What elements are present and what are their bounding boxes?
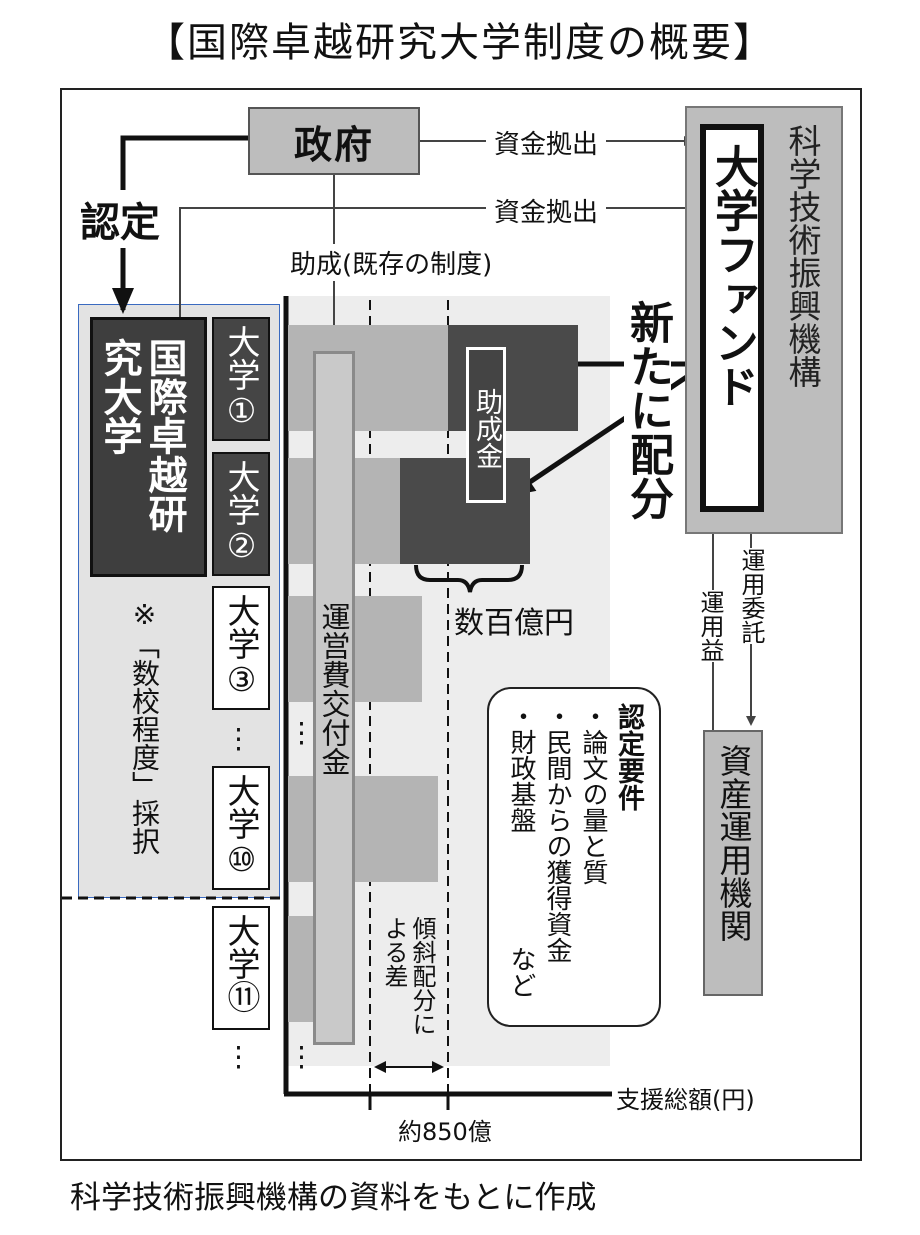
university-10-label: 大学⑩ xyxy=(222,774,261,879)
chart-ellipsis-1: ⋮ xyxy=(285,716,318,749)
diagram-frame xyxy=(60,88,862,1161)
total-support-axis-label: 支援総額(円) xyxy=(616,1086,755,1114)
source-note: 科学技術振興機構の資料をもとに作成 xyxy=(70,1180,597,1216)
funding-label-1: 資金拠出 xyxy=(486,124,607,161)
chart-ellipsis-2: ⋮ xyxy=(285,1040,318,1073)
international-university-label: 国際卓越研究大学 xyxy=(97,338,187,533)
asset-management-label: 資産運用機関 xyxy=(714,744,753,942)
operation-consignment-label: 運用委託 xyxy=(737,548,765,644)
requirements-box xyxy=(487,687,661,1027)
operating-grant-bar: 運営費交付金 xyxy=(313,351,355,1045)
university-11-label: 大学⑪ xyxy=(222,914,261,1013)
requirement-item-1: ・論文の量と質 xyxy=(578,703,608,885)
bar-university-10 xyxy=(288,776,438,882)
university-11-box: 大学⑪ xyxy=(212,906,270,1030)
accreditation-label: 認定 xyxy=(80,190,160,248)
university-2-box: 大学② xyxy=(212,452,270,576)
requirements-etc: など xyxy=(506,946,536,998)
university-fund-label: 大学ファンド xyxy=(707,144,758,408)
jst-label: 科学技術振興機構 xyxy=(783,124,822,388)
bar-university-2-subsidy xyxy=(400,458,530,564)
asset-management-box: 資産運用機関 xyxy=(703,730,763,996)
newly-distributed-label: 新たに配分 xyxy=(622,300,673,520)
government-box: 政府 xyxy=(248,107,420,175)
diagram-title: 【国際卓越研究大学制度の概要】 xyxy=(145,20,775,66)
subsidy-existing-label: 助成(既存の制度) xyxy=(286,244,497,281)
university-10-box: 大学⑩ xyxy=(212,766,270,890)
university-fund-box: 大学ファンド xyxy=(700,124,764,512)
operating-grant-label: 運営費交付金 xyxy=(317,602,351,776)
university-2-label: 大学② xyxy=(222,460,261,565)
operation-profit-label: 運用益 xyxy=(696,590,724,662)
slope-difference-label: 傾斜配分による差 xyxy=(380,916,436,1036)
university-3-box: 大学③ xyxy=(212,586,270,710)
requirement-item-3: ・財政基盤 xyxy=(506,703,536,833)
adoption-note: ※「数校程度」採択 xyxy=(128,598,161,855)
funding-label-2: 資金拠出 xyxy=(486,192,607,229)
slope-label-bg xyxy=(376,912,442,1056)
requirements-heading: 認定要件 xyxy=(613,703,644,811)
subsidy-box: 助成金 xyxy=(466,347,506,503)
approx-amount-label: 約850億 xyxy=(398,1118,492,1146)
bar-university-1-base xyxy=(288,325,448,431)
bar-university-3 xyxy=(288,596,422,702)
international-university-box: 国際卓越研究大学 xyxy=(90,317,207,577)
few-hundred-billion-label: 数百億円 xyxy=(454,606,574,641)
university-list-ellipsis-1: ⋮ xyxy=(222,722,255,755)
government-label: 政府 xyxy=(293,122,374,167)
subsidy-label: 助成金 xyxy=(471,388,502,469)
university-1-label: 大学① xyxy=(222,325,261,430)
requirement-item-2: ・民間からの獲得資金 xyxy=(542,703,572,963)
university-3-label: 大学③ xyxy=(222,594,261,699)
university-1-box: 大学① xyxy=(212,317,270,441)
university-list-ellipsis-2: ⋮ xyxy=(222,1040,255,1073)
